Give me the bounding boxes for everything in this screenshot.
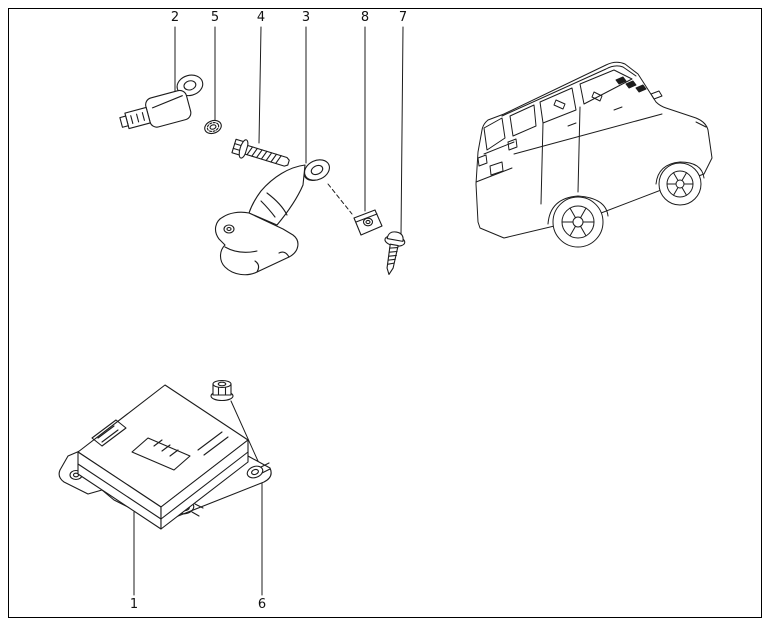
rear-wheel bbox=[552, 196, 604, 248]
module-right-face bbox=[160, 439, 249, 530]
diagram-border bbox=[8, 8, 762, 618]
module-connector bbox=[131, 437, 191, 471]
roof-vent-marks bbox=[615, 76, 647, 93]
callout-label-5: 5 bbox=[210, 10, 220, 25]
callout-label-7: 7 bbox=[398, 10, 408, 25]
washer-illustration bbox=[204, 119, 222, 135]
impact-sensor-illustration bbox=[119, 74, 204, 130]
bracket-illustration bbox=[214, 159, 330, 276]
vehicle-illustration bbox=[475, 61, 713, 248]
callout-label-6: 6 bbox=[257, 597, 267, 612]
callout-label-3: 3 bbox=[301, 10, 311, 25]
callout-label-4: 4 bbox=[256, 10, 266, 25]
control-module-illustration bbox=[58, 384, 272, 530]
assembly-dashed-line bbox=[327, 183, 353, 215]
flange-nut-illustration bbox=[210, 379, 234, 402]
clip-nut-illustration bbox=[353, 209, 383, 236]
screw-illustration bbox=[384, 231, 406, 275]
bolt-illustration bbox=[231, 138, 290, 167]
callout-label-2: 2 bbox=[170, 10, 180, 25]
module-label-sticker bbox=[91, 419, 127, 447]
callout-label-8: 8 bbox=[360, 10, 370, 25]
callout-label-1: 1 bbox=[129, 597, 139, 612]
front-wheel bbox=[658, 162, 702, 206]
